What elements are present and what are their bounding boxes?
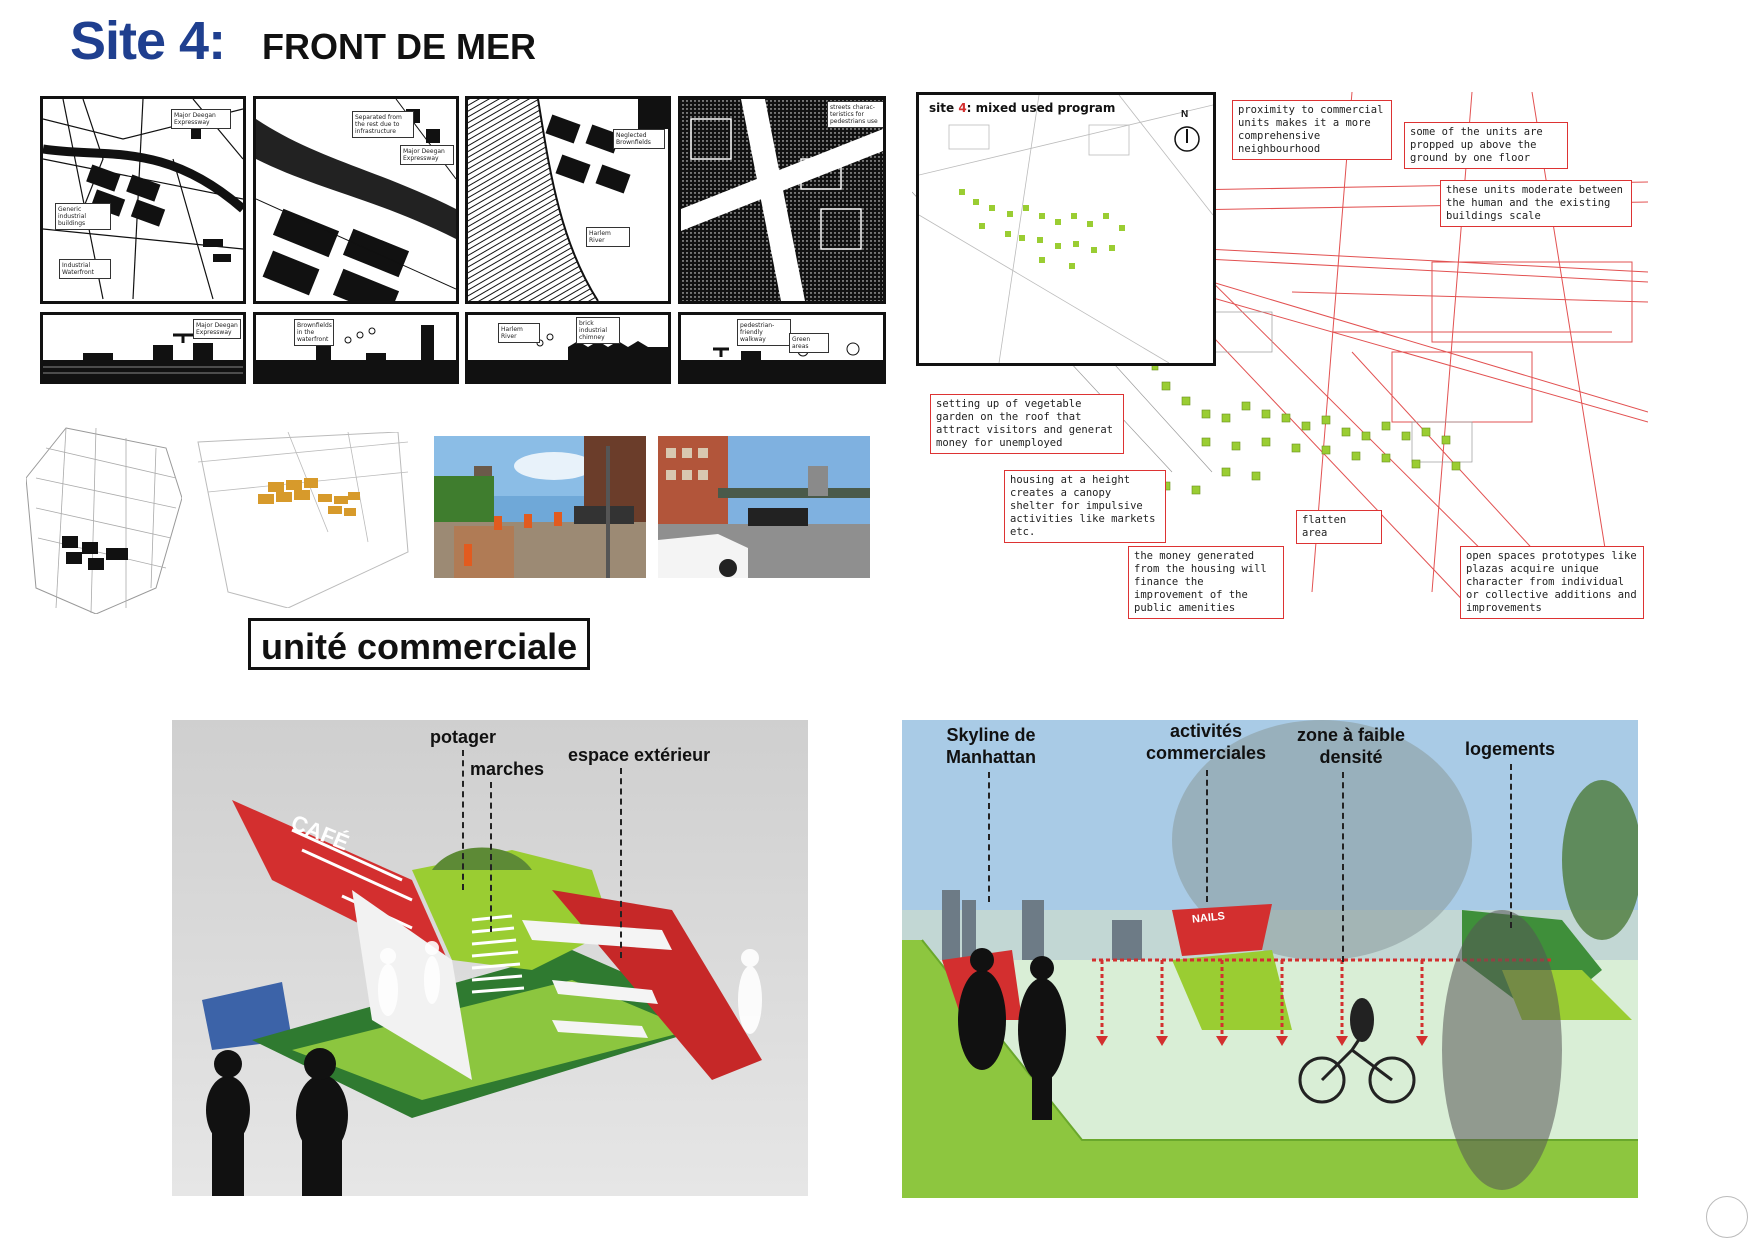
label-potager: potager (430, 727, 497, 747)
context-map-orange (197, 432, 409, 608)
site-name-title: FRONT DE MER (262, 26, 536, 67)
section-strip-1-drawing (43, 333, 243, 381)
leader-marches (490, 782, 492, 932)
label-skyline: Skyline de Manhattan (946, 725, 1036, 767)
note-proximity: proximity to commercial units makes it a… (1232, 100, 1392, 160)
corner-circle (1706, 1196, 1748, 1238)
bubble-industrial-waterfront: Industrial Waterfront (59, 259, 111, 279)
leader-espace (620, 768, 622, 958)
note-flatten-area: flatten area (1296, 510, 1382, 544)
section-strip-2-drawing (256, 325, 456, 381)
section-strip-4-drawing (681, 342, 883, 381)
bubble-major-deegan-2: Major Deegan Expressway (400, 145, 454, 165)
comic-panel-4: streets charac-teristics for pedestrians… (678, 96, 886, 304)
leader-potager (462, 750, 464, 890)
leader-activites (1206, 770, 1208, 902)
note-propped: some of the units are propped up above t… (1404, 122, 1568, 169)
bubble-major-deegan: Major Deegan Expressway (171, 109, 231, 129)
comic-panel-1: Major Deegan Expressway Generic industri… (40, 96, 246, 304)
section-strip-3: Harlem River brick industrial chimney (465, 312, 671, 384)
note-moderate: these units moderate between the human a… (1440, 180, 1632, 227)
street-render: NAILS (902, 720, 1642, 1198)
plan-title-suffix: : mixed used program (966, 101, 1116, 115)
bubble-streets-pedestrians: streets charac-teristics for pedestrians… (827, 101, 883, 128)
label-activites: activités commerciales (1145, 721, 1267, 763)
plan-inset-drawing (919, 95, 1213, 363)
plan-title-prefix: site (929, 101, 959, 115)
site-number-title: Site 4: (70, 11, 226, 71)
bubble-strip-walkway: pedestrian-friendly walkway (737, 319, 791, 346)
street-render-drawing (902, 720, 1642, 1198)
comic-panel-2-drawing (256, 99, 456, 301)
site-photo-street (658, 436, 870, 578)
note-money: the money generated from the housing wil… (1128, 546, 1284, 619)
section-strip-1: Major Deegan Expressway (40, 312, 246, 384)
section-strip-3-drawing (468, 333, 668, 381)
label-zone: zone à faible densité (1296, 725, 1406, 767)
note-vegetable-garden: setting up of vegetable garden on the ro… (930, 394, 1124, 454)
label-marches: marches (470, 759, 545, 779)
leader-zone (1342, 772, 1344, 962)
plan-title-number: 4 (958, 101, 967, 115)
bubble-neglected-brownfields: Neglected Brownfields (613, 129, 665, 149)
bubble-strip-harlem: Harlem River (498, 323, 540, 343)
comic-panel-4-drawing (681, 99, 883, 301)
leader-skyline (988, 772, 990, 902)
note-open-spaces: open spaces prototypes like plazas acqui… (1460, 546, 1644, 619)
note-canopy: housing at a height creates a canopy she… (1004, 470, 1166, 543)
label-espace-exterieur: espace extérieur (568, 745, 711, 765)
section-strip-4: pedestrian-friendly walkway Green areas (678, 312, 886, 384)
plan-inset-title: site 4: mixed used program (929, 101, 1115, 115)
comic-panel-3: Neglected Brownfields Harlem River (465, 96, 671, 304)
bubble-strip-chimney: brick industrial chimney (576, 317, 620, 344)
label-logements: logements (1464, 739, 1556, 759)
section-strip-2: Brownfields in the waterfront (253, 312, 459, 384)
bubble-strip-major-deegan: Major Deegan Expressway (193, 319, 241, 339)
bubble-generic-industrial: Generic industrial buildings (55, 203, 111, 230)
bubble-harlem-river: Harlem River (586, 227, 630, 247)
comic-panel-2: Separated from the rest due to infrastru… (253, 96, 459, 304)
site-photo-construction (434, 436, 646, 578)
plan-inset: site 4: mixed used program N (916, 92, 1216, 366)
unit-commerciale-label: unité commerciale (248, 618, 590, 670)
context-map-black (26, 427, 182, 614)
bubble-strip-brownfields: Brownfields in the waterfront (294, 319, 334, 346)
bubble-separated: Separated from the rest due to infrastru… (352, 111, 414, 138)
bubble-strip-green: Green areas (789, 333, 829, 353)
leader-logements (1510, 764, 1512, 928)
north-arrow-label: N (1181, 109, 1189, 120)
